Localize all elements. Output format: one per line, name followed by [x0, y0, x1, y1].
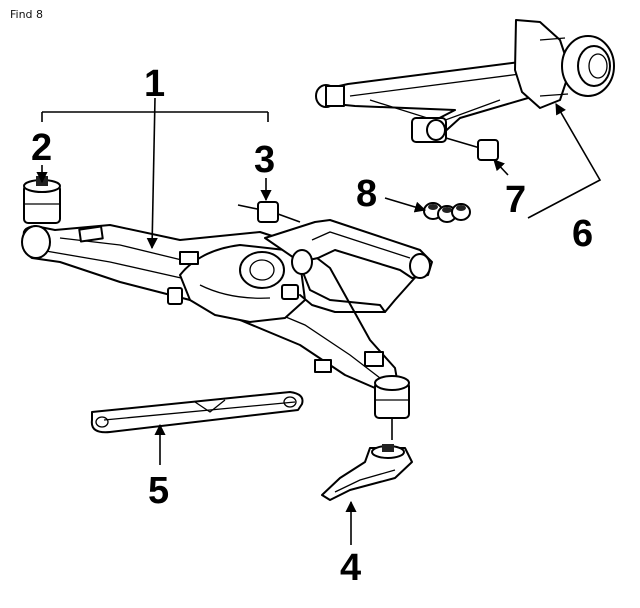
bushing-upper-left[interactable] [23, 176, 61, 224]
callout-labels: 1 2 3 4 5 6 7 8 [31, 63, 593, 589]
leader-lines [36, 97, 602, 545]
bushing-lower-right[interactable] [374, 375, 410, 440]
callout-4: 4 [340, 547, 361, 589]
subframe-crossmember[interactable] [21, 219, 433, 389]
control-arm-assembly[interactable] [315, 19, 615, 161]
callout-7: 7 [505, 179, 526, 221]
callout-3: 3 [254, 139, 275, 181]
callout-1: 1 [144, 63, 165, 105]
callout-5: 5 [148, 470, 169, 512]
callout-6: 6 [572, 213, 593, 255]
find-label: Find 8 [10, 8, 44, 21]
nut-set[interactable] [423, 202, 471, 223]
callout-2: 2 [31, 127, 52, 169]
callout-8: 8 [356, 173, 377, 215]
bushing-small[interactable] [237, 201, 301, 223]
mount-bracket[interactable] [321, 444, 413, 501]
tension-strut[interactable] [90, 391, 304, 434]
